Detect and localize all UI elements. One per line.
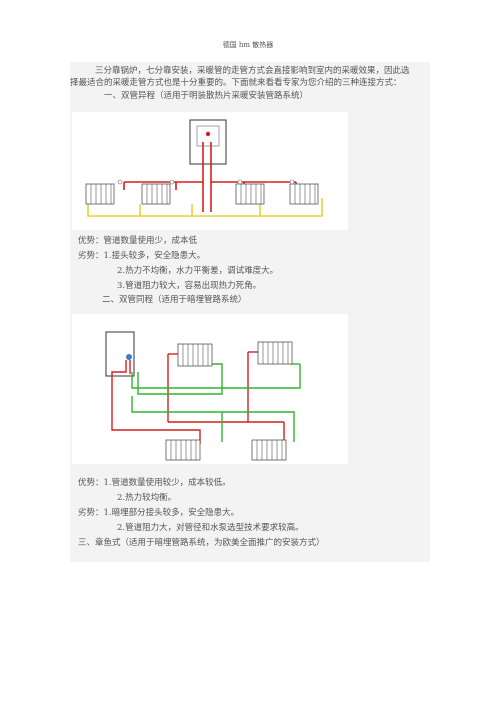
page-header: 德国 hm 散热器 [222, 41, 274, 49]
section1-cons-1: 劣势：1.接头较多，安全隐患大。 [78, 251, 206, 261]
radiator-2 [257, 341, 293, 365]
intro-line-1: 三分靠锅炉，七分靠安装，采暖管的走管方式会直接影响到室内的采暖效果，因此选 [95, 66, 410, 76]
section2-heading: 二、双管同程（适用于暗埋管路系统） [102, 295, 247, 305]
section2-cons-2: 2.管道阻力大，对管径和水泵选型技术要求较高。 [117, 523, 304, 533]
valve-icons [117, 179, 295, 185]
diagram-two-pipe-reverse-return [72, 112, 348, 230]
radiator-4 [289, 183, 319, 205]
radiator-1 [85, 183, 115, 205]
section3-heading: 三、章鱼式（适用于暗埋管路系统，为欧美全面推广的安装方式） [78, 538, 325, 548]
pump-icon [126, 354, 132, 360]
return-pipes [87, 198, 323, 217]
radiator-3 [235, 183, 265, 205]
radiator-3 [165, 439, 201, 461]
intro-line-2: 择最适合的采暖走管方式也是十分重要的。下面就来看看专家为您介绍的三种连接方式： [70, 78, 402, 88]
section2-pros-1: 优势：1.管道数量使用较少，成本较低。 [78, 478, 231, 488]
section1-cons-2: 2.热力不均衡，水力平衡差，调试难度大。 [117, 266, 279, 276]
section1-heading: 一、双管异程（适用于明装散热片采暖安装管路系统） [104, 91, 309, 101]
diagram-two-pipe-direct-return [72, 314, 348, 464]
radiator-4 [251, 439, 287, 461]
radiator-1 [177, 343, 213, 367]
section2-pros-2: 2.热力较均衡。 [117, 493, 177, 503]
boiler-unit [196, 125, 220, 147]
section1-cons-3: 3.管道阻力较大，容易出现热力死角。 [117, 281, 262, 291]
supply-pipes [123, 142, 297, 212]
section2-cons-1: 劣势：1.暗埋部分接头较多，安全隐患大。 [78, 508, 240, 518]
boiler-box [189, 119, 227, 165]
section1-pros: 优势：管道数量使用少，成本低 [78, 236, 198, 246]
return-pipes [131, 363, 301, 442]
pump-icon [205, 131, 211, 137]
radiator-2 [141, 183, 171, 205]
content-area: 三分靠锅炉，七分靠安装，采暖管的走管方式会直接影响到室内的采暖效果，因此选 择最… [70, 62, 430, 562]
